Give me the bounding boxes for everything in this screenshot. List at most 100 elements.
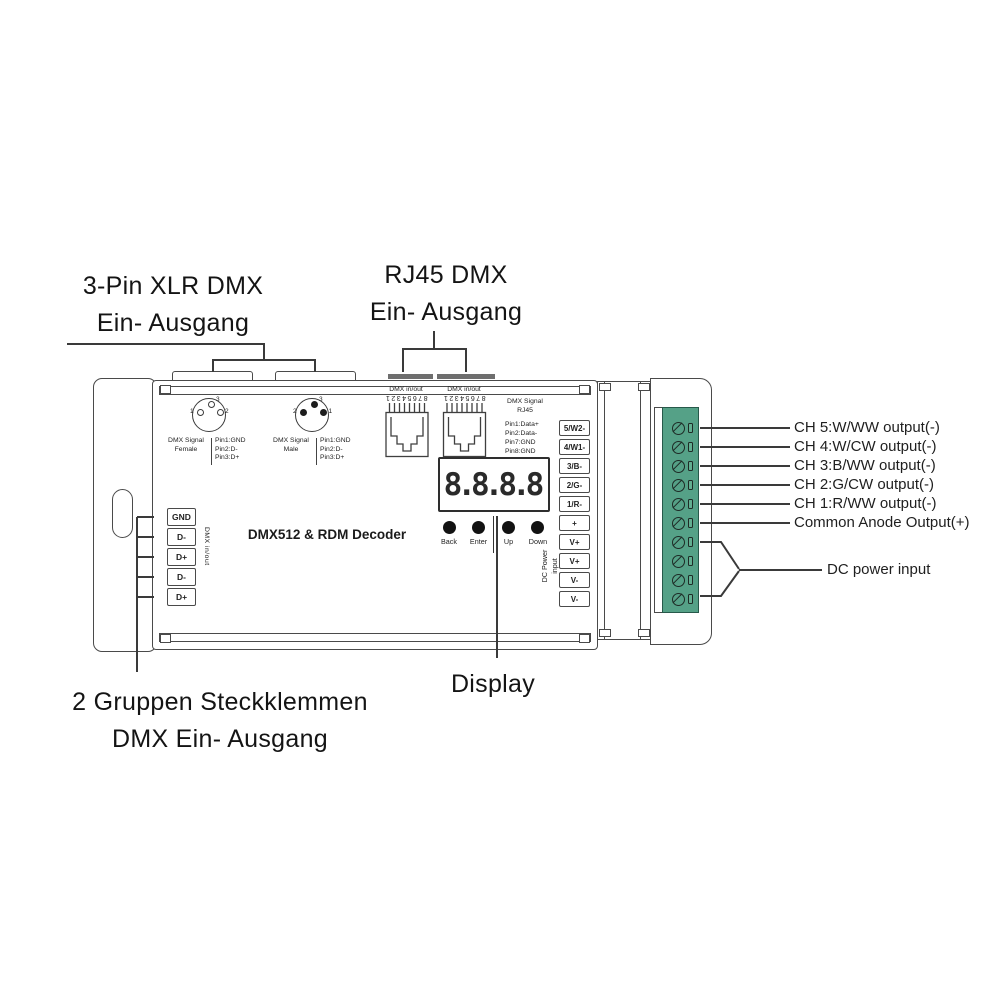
mounting-slot	[112, 489, 133, 538]
back-button-label: Back	[441, 537, 457, 546]
xlr-male-pin2-pin	[300, 409, 307, 416]
xlr-female-divider	[211, 438, 212, 465]
xlr-callout-label: 3-Pin XLR DMX Ein- Ausgang	[40, 268, 306, 342]
channel-label-ch3: CH 3:B/WW output(-)	[794, 457, 936, 474]
xlr-male-signal-line2: Male	[283, 445, 299, 453]
xlr-male-pin3-pin	[310, 400, 318, 408]
xlr-female-pin3-number: 3	[216, 396, 220, 403]
terminal-groups-callout-label: 2 Gruppen Steckklemmen DMX Ein- Ausgang	[38, 684, 402, 758]
terminal-label-vplus-1: V+	[559, 534, 590, 550]
rj45-pinout: Pin1:Data+ Pin2:Data- Pin7:GND Pin8:GND	[505, 420, 539, 456]
din-plate-line-left	[604, 382, 605, 639]
xlr-female-pin2-label: Pin2:D-	[215, 445, 238, 453]
xlr-male-pin1-label: Pin1:GND	[320, 437, 351, 444]
left-terminal-d-plus-2: D+	[167, 588, 196, 606]
left-terminal-d-minus-2: D-	[167, 568, 196, 586]
display-callout-label: Display	[450, 670, 536, 698]
rj45-callout-line2: Ein- Ausgang	[369, 298, 523, 326]
rj45-port1-label: DMX in/out	[389, 386, 423, 393]
enter-button-label: Enter	[469, 537, 488, 546]
terminal-screw-ch3	[671, 459, 685, 473]
left-terminal-gnd: GND	[167, 508, 196, 526]
common-anode-label: Common Anode Output(+)	[794, 514, 970, 531]
xlr-female-pin1-number: 1	[190, 408, 194, 415]
terminal-slot	[688, 480, 693, 490]
terminal-slot	[688, 594, 693, 604]
device-top-edge	[159, 386, 591, 395]
terminal-label-4w1: 4/W1-	[559, 439, 590, 455]
up-button-label: Up	[503, 537, 514, 546]
terminal-screw-ch2	[671, 478, 685, 492]
xlr-female-pin2-hole	[216, 409, 224, 416]
terminals-leader-line	[136, 516, 154, 672]
terminal-screw-common-anode	[671, 516, 685, 530]
terminal-screw-ch5	[671, 421, 685, 435]
down-button-label: Down	[528, 537, 548, 546]
bottom-edge-hatch	[579, 634, 590, 643]
xlr-callout-line2: Ein- Ausgang	[96, 309, 250, 337]
xlr-female-pin2-number: 2	[225, 408, 229, 415]
din-plate-hatch	[599, 629, 611, 637]
device-title: DMX512 & RDM Decoder	[247, 527, 407, 542]
channel-label-ch1: CH 1:R/WW output(-)	[794, 495, 937, 512]
xlr-callout-line1: 3-Pin XLR DMX	[82, 272, 264, 300]
channel-label-ch5: CH 5:W/WW output(-)	[794, 419, 940, 436]
din-rail-plate	[597, 381, 652, 640]
xlr-female-signal-line2: Female	[174, 445, 198, 453]
xlr-male-pin3-label: Pin3:D+	[320, 454, 345, 462]
terminal-slot	[688, 499, 693, 509]
terminal-screw-vplus-2	[671, 554, 685, 568]
xlr-female-pin1-hole	[197, 409, 204, 416]
back-button-dot	[443, 521, 456, 534]
terminal-groups-line2: DMX Ein- Ausgang	[111, 725, 329, 753]
xlr-male-pinout: Pin1:GND Pin2:D- Pin3:D+	[320, 437, 351, 463]
channel-label-ch4: CH 4:W/CW output(-)	[794, 438, 937, 455]
terminal-screw-vplus-1	[671, 535, 685, 549]
dc-power-brace-line	[700, 541, 822, 597]
xlr-bracket-line	[67, 343, 316, 372]
xlr-female-pinout: Pin1:GND Pin2:D- Pin3:D+	[215, 437, 246, 463]
terminal-slot	[688, 461, 693, 471]
rj45-port2-label: DMX in/out	[447, 386, 481, 393]
terminal-slot	[688, 575, 693, 585]
left-terminal-d-minus-1: D-	[167, 528, 196, 546]
left-terminal-d-plus-1: D+	[167, 548, 196, 566]
xlr-female-connector	[192, 398, 226, 432]
terminal-label-5w2: 5/W2-	[559, 420, 590, 436]
top-edge-hatch	[579, 385, 590, 394]
rj45-jack-1	[385, 411, 429, 458]
rj45-shield-tab	[437, 374, 495, 379]
rj45-signal-line1: DMX Signal	[507, 398, 543, 405]
xlr-male-pin3-number: 3	[319, 396, 323, 403]
terminal-label-vminus-1: V-	[559, 572, 590, 588]
bottom-edge-hatch	[160, 634, 171, 643]
rj45-bracket-line	[402, 331, 467, 372]
dc-power-input-label: DC power input	[827, 561, 931, 578]
rj45-shield-tab	[388, 374, 433, 379]
terminal-screw-ch4	[671, 440, 685, 454]
terminal-label-3b: 3/B-	[559, 458, 590, 474]
rj45-signal-line2: RJ45	[517, 406, 533, 414]
up-button-dot	[502, 521, 515, 534]
terminal-label-vplus-2: V+	[559, 553, 590, 569]
rj45-callout-label: RJ45 DMX Ein- Ausgang	[330, 257, 562, 331]
channel-label-ch2: CH 2:G/CW output(-)	[794, 476, 935, 493]
terminal-slot	[688, 556, 693, 566]
terminal-screw-ch1	[671, 497, 685, 511]
xlr-male-signal-label: DMX Signal Male	[263, 437, 319, 454]
terminal-label-vminus-2: V-	[559, 591, 590, 607]
terminal-label-2g: 2/G-	[559, 477, 590, 493]
top-edge-hatch	[160, 385, 171, 394]
din-plate-hatch	[638, 383, 650, 391]
button-group-divider	[493, 516, 494, 553]
left-terminals-group-label: DMX in/out	[203, 527, 210, 566]
rj45-pin7-label: Pin7:GND	[505, 439, 536, 446]
xlr-male-pin1-pin	[319, 409, 327, 416]
terminal-slot	[688, 518, 693, 528]
xlr-female-pin1-label: Pin1:GND	[215, 437, 246, 444]
device-body	[152, 380, 598, 650]
display-value: 8.8.8.8	[443, 466, 545, 503]
rj45-jack-2	[442, 411, 487, 458]
